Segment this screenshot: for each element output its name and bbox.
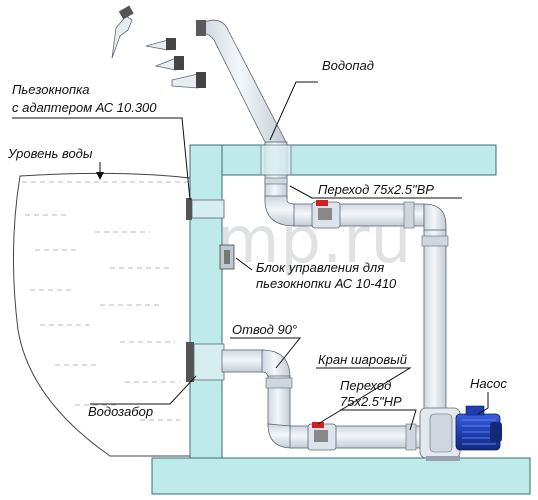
label-water-level: Уровень воды [7, 146, 93, 161]
water-intake [186, 342, 225, 382]
piezo-control-block [219, 244, 235, 270]
label-adapter-top: Переход 75х2.5"ВР [318, 182, 434, 197]
waterfall-pipe [196, 19, 287, 149]
label-adapter-bottom-2: 75х2.5"НР [340, 394, 402, 409]
waterfall-nozzles [111, 5, 206, 89]
label-adapter-bottom-1: Переход [340, 378, 391, 393]
bottom-pipe-coupling [405, 423, 417, 451]
water-texture [25, 214, 180, 421]
label-water-intake: Водозабор [88, 404, 153, 419]
label-pump: Насос [470, 376, 507, 391]
label-control-block-1: Блок управления для [256, 260, 384, 275]
label-ball-valve: Кран шаровый [318, 352, 407, 367]
top-pipe-coupling [403, 201, 415, 229]
label-piezo-button-2: с адаптером АС 10.300 [12, 100, 157, 115]
waterfall-riser [260, 141, 292, 199]
water-level-arrow [96, 162, 104, 180]
pool-wall [151, 144, 531, 495]
bottom-ball-valve [307, 422, 337, 451]
label-elbow: Отвод 90° [232, 322, 297, 337]
right-riser-pipe [421, 229, 449, 411]
leader-lines [12, 81, 489, 431]
pool-basin [12, 172, 191, 457]
label-control-block-2: пьезокнопки АС 10-410 [256, 276, 397, 291]
label-waterfall: Водопад [322, 58, 374, 73]
pump [419, 405, 502, 461]
piezo-button-adapter [186, 198, 225, 220]
top-ball-valve [311, 200, 341, 229]
label-piezo-button-1: Пьезокнопка [12, 82, 90, 97]
